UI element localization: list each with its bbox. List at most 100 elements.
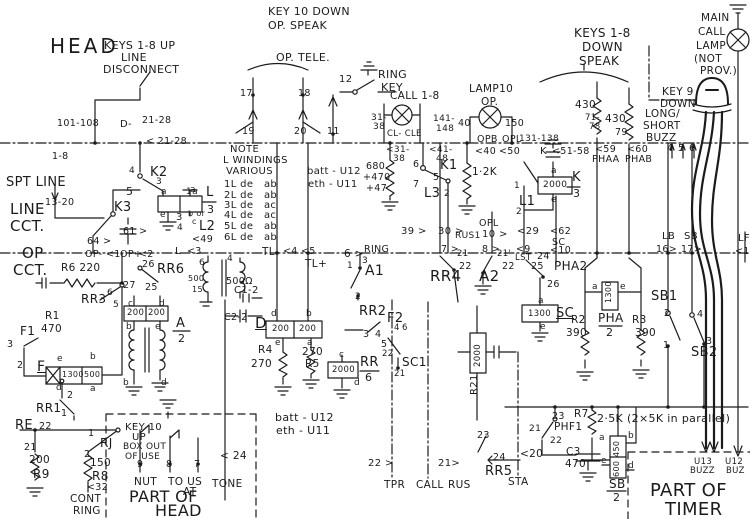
eth-u11-top: eth - U11 (308, 179, 358, 190)
lbl-6b: 6 (107, 288, 114, 298)
note-1: NOTE (230, 144, 260, 155)
lbl-3f: 3 (363, 329, 370, 340)
lbl-9lt: <9 (516, 244, 531, 255)
lbl-270a: 270 (251, 358, 273, 370)
lbl-r2: R2 (571, 314, 586, 326)
note-l6: 6L de ab (224, 232, 278, 243)
lbl-1a: 1a (186, 187, 198, 197)
lbl-rus: RUS (448, 479, 471, 491)
key10up-1: KEY 10 (125, 422, 162, 433)
head-box-wires (139, 424, 199, 473)
lbl-re: RE (15, 418, 33, 433)
lbl-A1: A1 (365, 263, 385, 279)
lbl-21gt: 21> (438, 458, 461, 469)
key10up-2: UP (132, 432, 147, 443)
lbl-sb2: SB2 (691, 345, 718, 360)
keys18up-1: KEYS 1-8 UP (104, 39, 176, 52)
lbl-10gt: 10 > (482, 229, 508, 240)
lbl-11: 11 (327, 126, 340, 137)
lbl-b-term: b (126, 322, 133, 332)
lbl-32: <32 (87, 482, 109, 493)
lamp10-2: OP. (481, 96, 499, 108)
lbl-u12: U12 (725, 457, 744, 467)
ground-symbols (26, 4, 747, 497)
junction-dots (33, 93, 706, 466)
lbl-2-5k: 2·5K (2×5K in parallel) (597, 412, 731, 425)
lbl-aK: a (551, 166, 557, 176)
long-short-1: LONG/ (645, 108, 681, 120)
lbl-r21: R21 (469, 374, 480, 395)
lbl-a5: a (538, 296, 544, 306)
lbl-4a: 4 (129, 166, 136, 176)
fbox-500: 500 (84, 370, 101, 379)
lbl-2g: 2 (516, 207, 523, 217)
lbl-430a: 430 (575, 99, 597, 111)
lbl-47: +47 (366, 183, 388, 194)
lbl-31-38-ar1: <31- (386, 145, 410, 155)
lbl-10-ar: <10 (550, 245, 572, 256)
lbl-tl-plus: TL+ (305, 258, 328, 270)
lbl-a3: a (90, 384, 96, 394)
lbl-bSB: b (628, 431, 635, 441)
lbl-40-ar: <40 (475, 146, 497, 157)
lbl-4b: 4 (177, 223, 184, 233)
lbl-3e: 3 (362, 256, 369, 266)
lbl-3c: 3 (176, 212, 183, 223)
lbl-4g: 4 (697, 309, 704, 320)
lbl-22e: 22 (550, 436, 563, 446)
part-head-1: PART OF (129, 487, 198, 506)
bus-lines (0, 45, 750, 479)
lbl-1f: 1 (663, 340, 670, 351)
lbl-5a: 5 (126, 185, 134, 198)
boxSB-600: 600 (612, 460, 621, 477)
lbl-e4: e (160, 210, 166, 220)
note-3: VARIOUS (226, 166, 273, 177)
lbl-390b: 390 (635, 327, 657, 339)
boxSB-450: 450 (612, 440, 621, 457)
lbl-21d: 21 (529, 424, 542, 434)
lbl-22c: 22 (502, 261, 515, 272)
lbl-F: F (37, 359, 46, 375)
lbl-opl2: OPL (479, 218, 499, 229)
lbl-lt2: <2 (139, 249, 154, 260)
lbl-c4: c (192, 217, 197, 226)
lbl-141a: 141- (433, 114, 455, 124)
lbl-500a: 500 (188, 274, 205, 283)
lbl-nut: NUT (134, 476, 158, 488)
lbl-8a: 8 (166, 459, 173, 470)
ring-key-1: RING (378, 68, 408, 81)
lbl-20lt: <20 (520, 448, 544, 460)
lbl-d-term: d (159, 299, 166, 309)
lbl-25b: 25 (531, 261, 544, 272)
keys18up-3: DISCONNECT (103, 63, 180, 76)
lbl-8gt: 8 > (482, 244, 501, 255)
main-call-4: (NOT (694, 53, 723, 65)
lbl-a-term: a (161, 187, 167, 197)
box2000b: 2000 (332, 365, 356, 375)
lbl-24lt: < 24 (220, 450, 247, 462)
lbl-62-ar: <62 (550, 226, 572, 237)
lbl-L3b: L3 (424, 186, 441, 201)
lbl-61: 61 > (123, 226, 148, 237)
lbl-26b: 26 (547, 279, 560, 290)
lbl-tpr: TPR (384, 479, 406, 491)
key10up-3: BOX OUT (123, 442, 167, 452)
lbl-3g: 3 (706, 336, 713, 347)
lbl-2d: 2 (84, 449, 91, 460)
lbl-pha-den: 2 (606, 326, 614, 339)
lbl-40: 40 (458, 118, 471, 129)
lbl-rr4: RR4 (430, 267, 462, 285)
lbl-c2-2: C2-2 (224, 312, 248, 323)
lbl-rj: RJ (100, 436, 113, 450)
resistors (30, 97, 646, 482)
box2000v: 2000 (473, 343, 483, 367)
buzzer-icon (692, 77, 732, 114)
lbl-30: 30 > (438, 226, 464, 237)
lbl-sc1: SC1 (402, 355, 427, 369)
lbl-K-den: 3 (573, 187, 581, 200)
lbl-e3: e (57, 354, 63, 364)
lbl-aSB: a (599, 433, 605, 443)
note-l4: 4L de ac (224, 210, 277, 221)
lbl-50-ar: <50 (499, 146, 521, 157)
lbl-L3-num: L (206, 185, 214, 200)
